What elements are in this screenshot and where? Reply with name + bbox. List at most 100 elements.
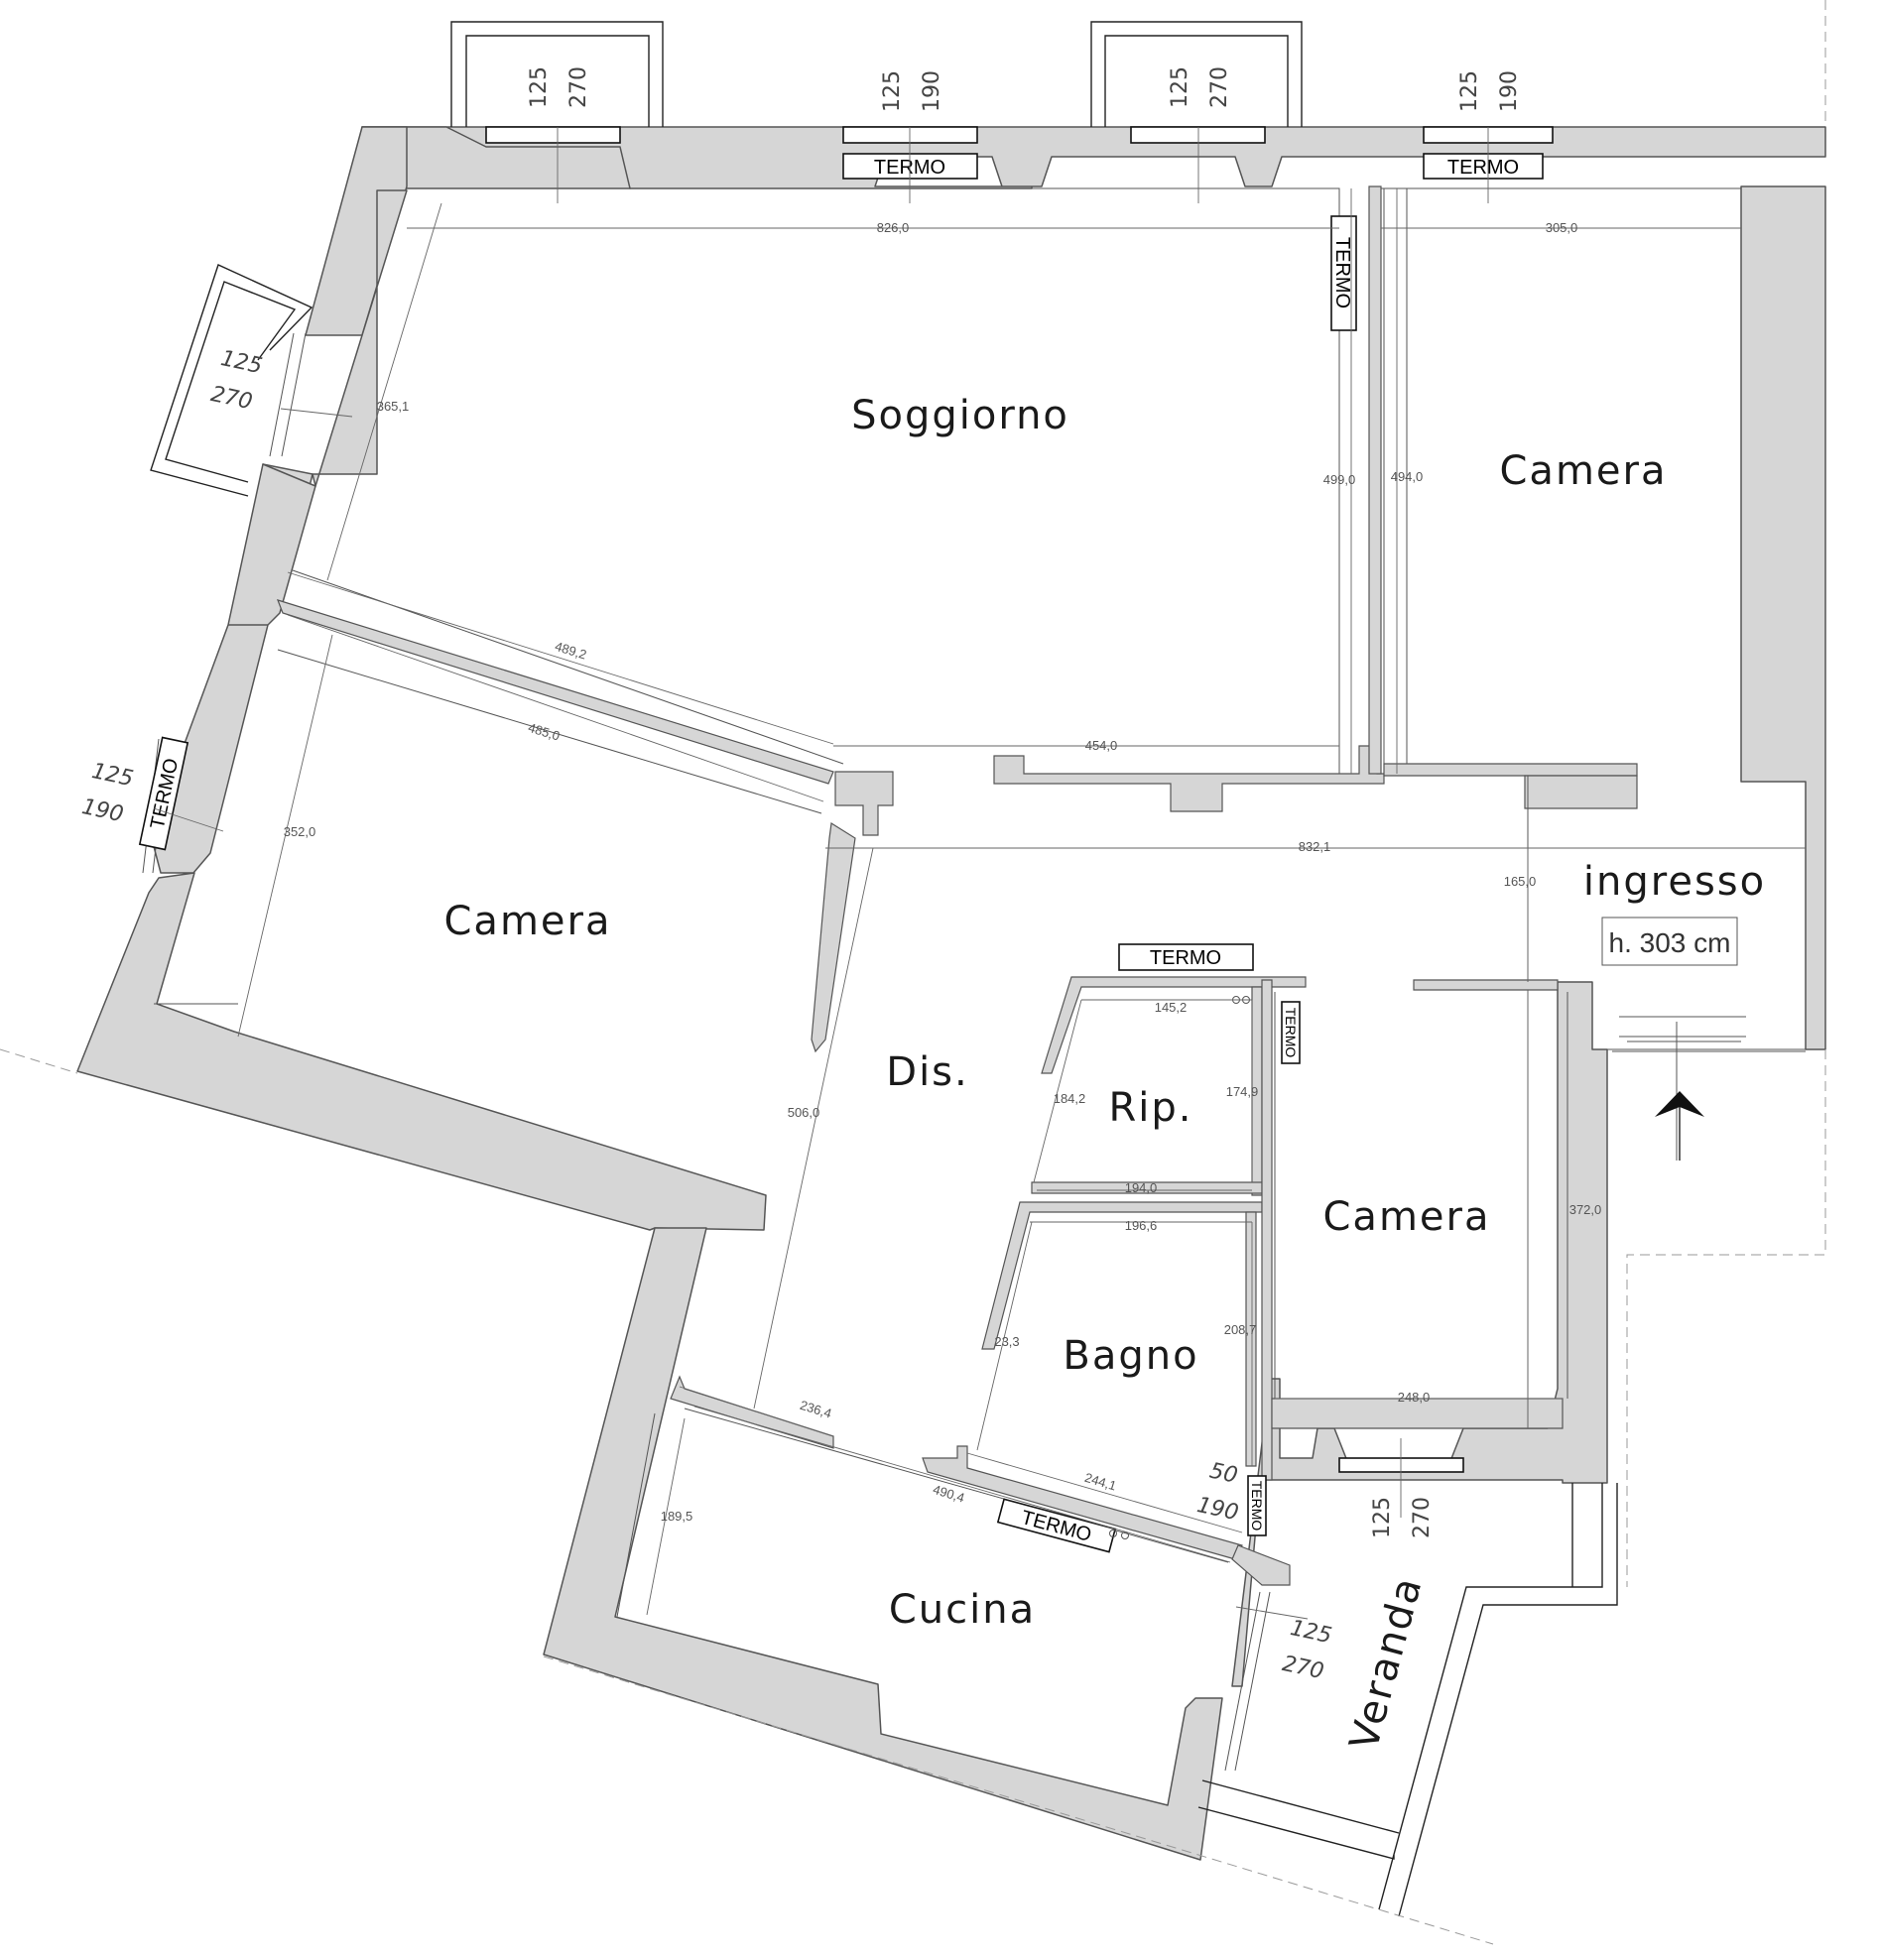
northwest-lobe (312, 189, 408, 487)
radiator-camera-se (1281, 1001, 1301, 1064)
balcony-w1 (150, 264, 313, 497)
room-ingresso: ingresso (1583, 859, 1766, 905)
svg-text:190: 190 (79, 795, 125, 827)
svg-text:196,6: 196,6 (1125, 1218, 1158, 1233)
svg-text:165,0: 165,0 (1504, 874, 1537, 889)
rip-north-wall (1041, 976, 1307, 1074)
svg-text:125: 125 (89, 759, 135, 792)
property-line-west (0, 1048, 78, 1074)
radiator-camera-ne-1 (1423, 153, 1544, 180)
svg-text:236,4: 236,4 (799, 1398, 834, 1421)
room-camera-w: Camera (444, 899, 612, 944)
room-soggiorno: Soggiorno (851, 393, 1069, 438)
svg-text:184,2: 184,2 (1054, 1091, 1086, 1106)
window-sizes: 125 270 125 190 125 270 125 190 125 270 … (79, 66, 1522, 1684)
svg-text:365,1: 365,1 (377, 399, 410, 414)
cucina-bagno-wall (922, 1445, 1243, 1560)
ceiling-height: h. 303 cm (1609, 927, 1731, 958)
camera-ne-south-wall (1383, 763, 1638, 777)
property-line-south (543, 1655, 1494, 1945)
room-camera-se: Camera (1323, 1194, 1491, 1240)
svg-text:506,0: 506,0 (788, 1105, 820, 1120)
svg-text:TERMO: TERMO (1150, 947, 1221, 969)
soggiorno-inner-wall-2 (993, 745, 1385, 812)
radiator-camera-w (138, 736, 189, 851)
ceiling-height-box (1601, 917, 1738, 966)
svg-text:194,0: 194,0 (1125, 1180, 1158, 1195)
svg-text:190: 190 (920, 70, 944, 112)
west-wall-main (76, 463, 767, 1231)
veranda-outline (1197, 1806, 1395, 1860)
property-line-east (1626, 1049, 1826, 1587)
cucina-north-wall (670, 1375, 834, 1449)
room-veranda: Veranda (1341, 1571, 1432, 1755)
svg-text:174,9: 174,9 (1226, 1084, 1259, 1099)
south-west-wall (543, 1227, 1223, 1861)
dis-west-wall (811, 821, 856, 1053)
svg-text:499,0: 499,0 (1323, 472, 1356, 487)
radiator-cucina (996, 1498, 1117, 1553)
balcony-n3 (1090, 21, 1303, 127)
radiator-bagno (1247, 1475, 1267, 1536)
svg-text:826,0: 826,0 (877, 220, 910, 235)
svg-text:244,1: 244,1 (1083, 1470, 1119, 1494)
svg-text:454,0: 454,0 (1085, 738, 1118, 753)
ingresso-stub (1524, 775, 1638, 809)
svg-text:23,3: 23,3 (994, 1334, 1019, 1349)
svg-text:125: 125 (1457, 70, 1482, 112)
svg-text:125: 125 (880, 70, 905, 112)
room-cucina: Cucina (889, 1587, 1036, 1633)
balcony-n1 (450, 21, 664, 127)
pipe-icon (1109, 1530, 1117, 1537)
svg-text:270: 270 (1207, 66, 1232, 108)
dimension-lines (153, 127, 1806, 1620)
radiator-disimpegno (1118, 943, 1254, 971)
camera-se-north-wall (1413, 979, 1559, 991)
room-disimpegno: Dis. (886, 1049, 968, 1095)
svg-text:485,0: 485,0 (527, 720, 563, 744)
svg-text:TERMO: TERMO (1331, 237, 1353, 308)
svg-text:208,7: 208,7 (1224, 1322, 1257, 1337)
room-bagno: Bagno (1063, 1333, 1198, 1379)
svg-text:270: 270 (1410, 1497, 1435, 1538)
radiator-soggiorno-2 (1330, 215, 1357, 331)
svg-text:352,0: 352,0 (284, 824, 316, 839)
svg-text:490,4: 490,4 (932, 1482, 967, 1506)
radiator-soggiorno-1 (842, 153, 978, 180)
window-sills (142, 126, 1746, 1473)
svg-text:50: 50 (1207, 1459, 1240, 1489)
exterior-lines (0, 0, 1826, 1945)
bagno-east-wall (1245, 1211, 1257, 1467)
svg-text:832,1: 832,1 (1299, 839, 1331, 854)
room-labels: Soggiorno Camera Camera Dis. Rip. Camera… (444, 393, 1766, 1755)
svg-text:305,0: 305,0 (1546, 220, 1578, 235)
soggiorno-camera-wall (1368, 185, 1382, 775)
bagno-north-wall (981, 1201, 1263, 1350)
svg-text:125: 125 (1168, 66, 1192, 108)
svg-text:489,2: 489,2 (554, 639, 589, 663)
svg-text:189,5: 189,5 (661, 1509, 693, 1524)
svg-text:372,0: 372,0 (1569, 1202, 1602, 1217)
svg-text:270: 270 (1280, 1652, 1325, 1684)
camera-w-north-wall (276, 599, 834, 785)
svg-text:270: 270 (566, 66, 591, 108)
svg-text:125: 125 (1288, 1616, 1333, 1649)
dimension-labels: 826,0 305,0 365,1 499,0 494,0 489,2 485,… (284, 220, 1602, 1524)
svg-text:TERMO: TERMO (1283, 1008, 1299, 1058)
svg-text:125: 125 (527, 66, 552, 108)
room-ripostiglio: Rip. (1108, 1085, 1192, 1131)
svg-text:248,0: 248,0 (1398, 1390, 1431, 1405)
room-camera-ne: Camera (1500, 448, 1668, 494)
svg-text:270: 270 (208, 382, 254, 415)
camera-se-west-wall (1261, 979, 1273, 1481)
svg-text:TERMO: TERMO (1249, 1481, 1265, 1531)
svg-text:494,0: 494,0 (1391, 469, 1424, 484)
svg-text:125: 125 (1370, 1497, 1395, 1538)
svg-text:TERMO: TERMO (1447, 157, 1519, 179)
svg-text:145,2: 145,2 (1155, 1000, 1188, 1015)
soggiorno-inner-wall-1 (834, 771, 894, 836)
east-wall (1740, 185, 1826, 1050)
entrance-arrow-icon (1655, 1091, 1704, 1161)
cucina-corner (1231, 1544, 1291, 1586)
